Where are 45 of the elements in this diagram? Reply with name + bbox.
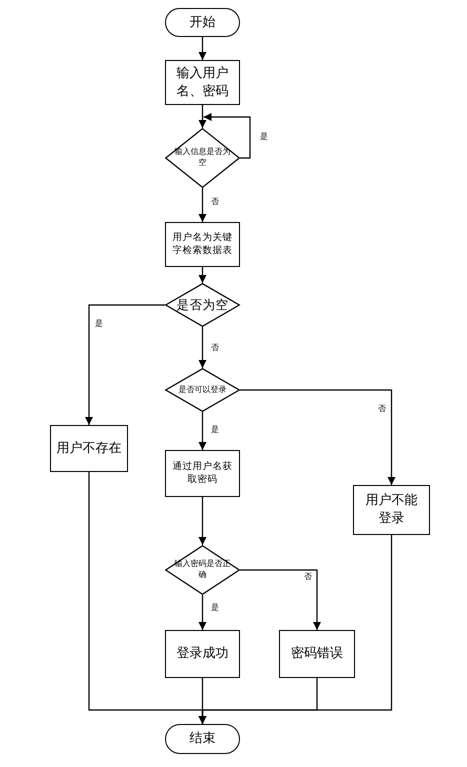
arrow xyxy=(198,267,206,283)
terminal-box xyxy=(165,724,240,754)
terminal-box xyxy=(165,8,240,37)
arrow xyxy=(198,37,206,60)
node-text: 用户不能登录 xyxy=(364,492,418,528)
edge-label: 是 xyxy=(210,426,220,435)
process-box xyxy=(165,60,240,105)
edge-label: 否 xyxy=(377,405,387,414)
node-text: 结束 xyxy=(190,730,216,748)
arrow xyxy=(85,304,165,425)
node-text: 登录成功 xyxy=(176,645,230,663)
arrow xyxy=(240,389,396,485)
arrow xyxy=(198,497,206,545)
node-text: 通过用户名获取密码 xyxy=(172,460,234,486)
node-text: 是否为空 xyxy=(176,296,230,314)
node-text: 密码错误 xyxy=(290,645,344,663)
decision-diamond xyxy=(165,368,240,412)
process-box xyxy=(165,630,240,678)
arrow xyxy=(198,105,206,128)
edge-label: 是 xyxy=(259,133,269,142)
edge-label: 否 xyxy=(210,344,220,353)
process-box xyxy=(165,450,240,497)
arrow xyxy=(240,569,321,630)
arrow xyxy=(198,412,206,450)
process-box xyxy=(279,630,355,678)
arrow xyxy=(198,188,206,222)
edge-label: 否 xyxy=(210,198,220,207)
node-text: 输入用户名、密码 xyxy=(176,64,230,100)
arrow xyxy=(198,595,206,630)
edge-label: 是 xyxy=(94,320,104,329)
arrow xyxy=(198,327,206,368)
node-text: 是否可以登录 xyxy=(178,384,228,396)
process-box xyxy=(50,425,128,472)
node-text: 开始 xyxy=(190,14,216,32)
edge-label: 否 xyxy=(303,573,313,582)
process-box xyxy=(165,222,240,267)
arrow xyxy=(204,113,251,159)
decision-diamond xyxy=(165,283,240,327)
process-box xyxy=(353,485,430,535)
edge-label: 是 xyxy=(210,604,220,613)
arrow xyxy=(198,535,392,724)
node-text: 用户名为关键字检索数据表 xyxy=(172,232,234,258)
decision-diamond xyxy=(165,545,240,595)
node-text: 用户不存在 xyxy=(56,440,122,458)
decision-diamond xyxy=(165,128,240,188)
